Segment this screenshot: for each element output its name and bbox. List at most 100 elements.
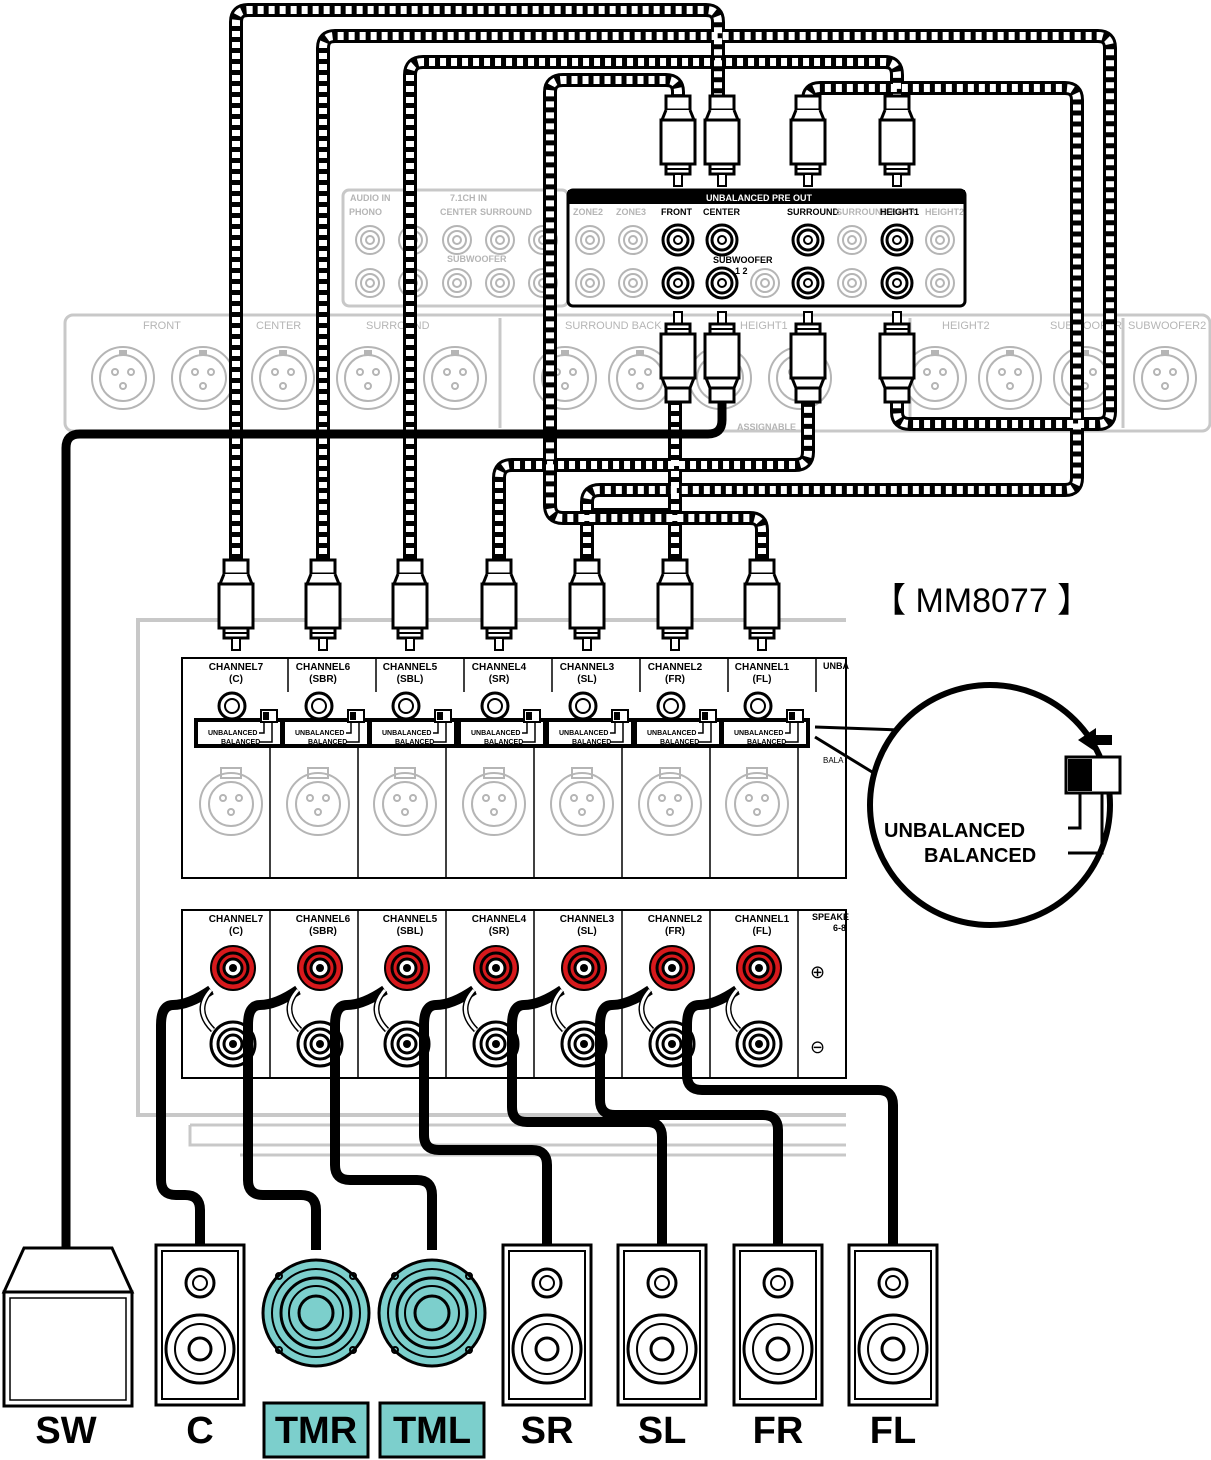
channel-name: CHANNEL4: [472, 662, 527, 673]
amp-input-channel: CHANNEL4(SR) UNBALANCED BALANCED: [457, 662, 547, 836]
channel-sub: (SL): [577, 926, 596, 937]
positive-terminal: [648, 944, 696, 992]
unbalanced-label: UNBALANCED: [295, 730, 344, 737]
center-label-in: CENTER: [440, 207, 478, 217]
unba-label: UNBA: [823, 661, 849, 671]
amp-output-channel: CHANNEL2(FR): [648, 914, 703, 1068]
speaker: FR: [732, 1243, 824, 1452]
balanced-switch-zoom: UNBALANCED BALANCED: [814, 682, 1122, 928]
channel-sub: (FR): [665, 926, 685, 937]
channel-sub: (C): [229, 926, 243, 937]
speaker-cable: [330, 985, 437, 1250]
audio-in-label: AUDIO IN: [350, 193, 391, 203]
balanced-label: BALANCED: [484, 739, 523, 746]
balance-switch-box: [720, 718, 810, 748]
xlr-front-label: FRONT: [143, 320, 181, 332]
negative-terminal: [735, 1020, 783, 1068]
speaker-icon: [154, 1243, 246, 1407]
balanced-label: BALANCED: [308, 739, 347, 746]
unbalanced-label: UNBALANCED: [471, 730, 520, 737]
height1-label: HEIGHT1: [880, 207, 919, 217]
amp-output-channel: CHANNEL4(SR): [472, 914, 527, 1068]
unbalanced-label: UNBALANCED: [647, 730, 696, 737]
speaker-cable: [682, 985, 898, 1250]
channel-sub: (FL): [753, 926, 772, 937]
speaker-icon: [616, 1243, 708, 1407]
xlr-subwoofer2-label: SUBWOOFER2: [1128, 320, 1206, 332]
7ch-in-label: 7.1CH IN: [450, 193, 487, 203]
amp-output-channel: CHANNEL3(SL): [560, 914, 615, 1068]
amp-output-channel: CHANNEL1(FL): [735, 914, 790, 1068]
channel-name: CHANNEL2: [648, 914, 703, 925]
xlr-surround-back-label: SURROUND BACK: [565, 320, 662, 332]
preout-top-plugs: [659, 94, 916, 188]
subwoofer-label: SUBWOOFER: [713, 255, 773, 265]
height2-label: HEIGHT2: [925, 207, 964, 217]
audio-in-labels: AUDIO IN 7.1CH IN PHONO CENTER SURROUND …: [349, 193, 558, 298]
amp-input-channel: CHANNEL2(FR) UNBALANCED BALANCED: [633, 662, 723, 836]
speaker-label2: 6-8: [833, 923, 846, 933]
surround-label: SURROUND: [787, 207, 840, 217]
amp-output-channel: CHANNEL7(C): [209, 914, 264, 1068]
amp-output-channels: CHANNEL7(C) CHANNEL6(SBR) CHANNEL5(SBL) CHA…: [209, 914, 790, 1068]
ceiling-speaker-icon: [261, 1258, 371, 1368]
minus-symbol: ⊖: [810, 1037, 825, 1057]
amp-input-channels: CHANNEL7(C)UNBALANCEDBALANCEDCHANNEL6(SB…: [194, 662, 810, 836]
balanced-label: BALANCED: [660, 739, 699, 746]
speaker: TML: [377, 1258, 487, 1459]
balanced-label: BALANCED: [572, 739, 611, 746]
unbalanced-label: UNBALANCED: [208, 730, 257, 737]
balanced-label: BALANCED: [221, 739, 260, 746]
amp-input-channel: CHANNEL7(C) UNBALANCED BALANCED: [194, 662, 284, 836]
balanced-label: BALANCED: [747, 739, 786, 746]
speaker-icon: [501, 1243, 593, 1407]
ceiling-speaker-icon: [377, 1258, 487, 1368]
channel-name: CHANNEL1: [735, 662, 790, 673]
channel-sub: (SR): [489, 674, 510, 685]
speaker-cable: [243, 985, 321, 1250]
speaker-label: C: [186, 1410, 213, 1452]
model-label: 【 MM8077 】: [872, 582, 1091, 620]
speaker-cable: [507, 985, 667, 1250]
speaker-cables: [156, 985, 898, 1250]
unbalanced-pre-out-label: UNBALANCED PRE OUT: [706, 193, 813, 203]
speaker-label: FR: [753, 1410, 804, 1452]
channel-name: CHANNEL7: [209, 662, 264, 673]
amp-input-panel: UNBA BALA CHANNEL7(C)UNBALANCEDBALANCEDC…: [181, 657, 849, 879]
speaker-icon: [847, 1243, 939, 1407]
balanced-label: BALANCED: [395, 739, 434, 746]
positive-terminal: [296, 944, 344, 992]
phono-label: PHONO: [349, 207, 382, 217]
subwoofer-icon: [1, 1246, 135, 1294]
channel-sub: (SR): [489, 926, 510, 937]
zoom-balanced-label: BALANCED: [924, 845, 1036, 867]
channel-name: CHANNEL2: [648, 662, 703, 673]
positive-terminal: [735, 944, 783, 992]
channel-name: CHANNEL5: [383, 914, 438, 925]
amp-input-channel: CHANNEL6(SBR) UNBALANCED BALANCED: [281, 662, 371, 836]
channel-sub: (SBL): [397, 926, 424, 937]
center-label: CENTER: [703, 207, 741, 217]
highlight-box: [378, 1401, 486, 1459]
positive-terminal: [472, 944, 520, 992]
amp-output-channel: CHANNEL6(SBR): [296, 914, 351, 1068]
speaker-cable: [156, 985, 214, 1250]
speaker-label: TML: [393, 1410, 471, 1452]
channel-sub: (C): [229, 674, 243, 685]
channel-sub: (SBR): [309, 674, 337, 685]
surround-label-in: SURROUND: [480, 207, 533, 217]
pre-out-panel: UNBALANCED PRE OUT ZONE2 ZONE3 FRONT CEN…: [566, 188, 967, 308]
speaker: SR: [501, 1243, 593, 1452]
channel-sub: (FR): [665, 674, 685, 685]
channel-sub: (SL): [577, 674, 596, 685]
channel-name: CHANNEL1: [735, 914, 790, 925]
channel-sub: (SBL): [397, 674, 424, 685]
subwoofer-cable: [61, 400, 727, 1248]
speaker-label: SL: [638, 1410, 687, 1452]
channel-name: CHANNEL6: [296, 662, 351, 673]
positive-terminal: [560, 944, 608, 992]
speaker-icon: [732, 1243, 824, 1407]
